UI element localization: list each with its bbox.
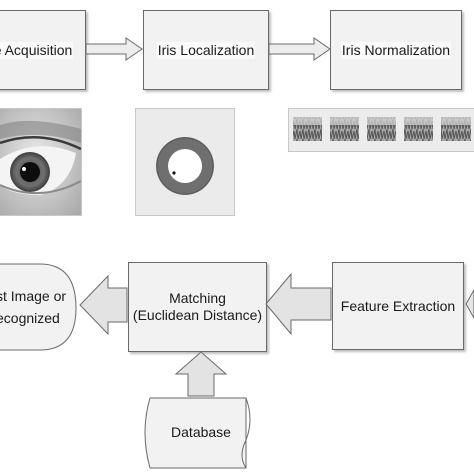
database-label: Database	[171, 424, 231, 440]
database-shape	[144, 397, 247, 469]
iris-localization-box: Iris Localization	[143, 10, 269, 90]
result-label: st Image or ecognized	[0, 288, 72, 327]
arrow-matching-to-result	[79, 274, 128, 336]
eye-photo-graphic	[0, 109, 81, 215]
feature-extraction-label: Feature Extraction	[340, 297, 456, 314]
iris-localization-label: Iris Localization	[156, 41, 256, 59]
image-acquisition-label: e Acquisition	[0, 41, 74, 59]
matching-label: Matching	[169, 290, 226, 306]
matching-method-label: (Euclidean Distance)	[132, 307, 263, 323]
image-acquisition-box: e Acquisition	[0, 10, 86, 90]
iris-normalization-label: Iris Normalization	[340, 41, 452, 59]
localized-iris-image	[135, 108, 235, 216]
matching-box: Matching (Euclidean Distance)	[128, 262, 267, 352]
feature-extraction-box: Feature Extraction	[332, 262, 464, 350]
normalized-strips-graphic	[293, 117, 471, 141]
result-terminator-shape	[0, 263, 77, 351]
arrow-database-to-matching	[174, 351, 228, 397]
arrow-feature-to-matching	[265, 272, 332, 336]
arrow-into-feature-extraction	[465, 288, 474, 320]
eye-image	[0, 108, 82, 216]
result-label-line1: st Image or	[0, 288, 67, 304]
iris-ring-graphic	[156, 137, 214, 195]
arrow-acquisition-to-localization	[85, 37, 143, 61]
arrow-localization-to-normalization	[268, 37, 331, 61]
result-label-line2: ecognized	[0, 310, 60, 326]
normalized-strips-image	[288, 108, 474, 152]
iris-normalization-box: Iris Normalization	[330, 10, 462, 90]
